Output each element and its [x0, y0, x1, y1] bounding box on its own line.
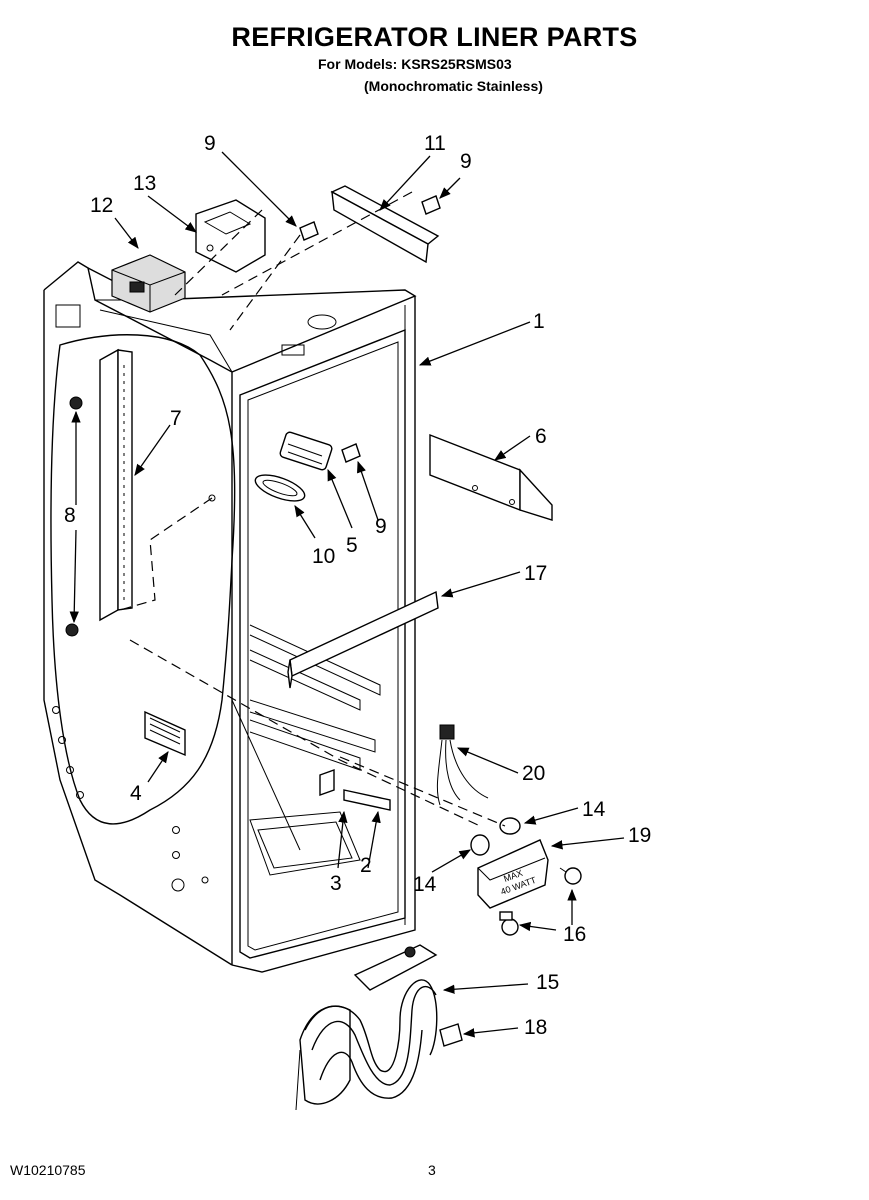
screw-9-top-right	[421, 195, 441, 215]
callout-3: 3	[330, 872, 342, 895]
callout-9-top-right: 9	[460, 150, 472, 173]
callout-8: 8	[64, 504, 76, 527]
model-finish: (Monochromatic Stainless)	[364, 78, 543, 94]
screw-18	[439, 1023, 463, 1047]
callout-2: 2	[360, 854, 372, 877]
callout-7: 7	[170, 407, 182, 430]
part-7-vertical-channel	[99, 348, 133, 622]
callout-10: 10	[312, 545, 335, 568]
part-3-bracket	[319, 769, 335, 796]
callout-15: 15	[536, 971, 559, 994]
callout-1: 1	[533, 310, 545, 333]
callout-13: 13	[133, 172, 156, 195]
model-number: For Models: KSRS25RSMS03	[318, 56, 512, 72]
callout-19: 19	[628, 824, 651, 847]
callout-4: 4	[130, 782, 142, 805]
part-14-socket-upper	[499, 817, 521, 835]
leader-lines	[69, 151, 625, 1038]
callout-18: 18	[524, 1016, 547, 1039]
page-title: REFRIGERATOR LINER PARTS	[231, 22, 638, 52]
part-13-bracket	[195, 199, 266, 273]
part-16-bulb-right	[559, 867, 582, 885]
screw-8-lower	[65, 623, 79, 637]
part-11-rail	[330, 185, 440, 264]
part-17-crossbar	[287, 590, 439, 689]
callout-14-upper: 14	[582, 798, 606, 821]
part-16-bulb-left	[499, 911, 519, 936]
callout-11: 11	[424, 132, 446, 155]
part-2-bracket	[343, 789, 391, 811]
callout-6: 6	[535, 425, 547, 448]
part-5-grille	[279, 431, 333, 471]
screw-9-top-left	[299, 221, 319, 241]
callout-14-lower: 14	[413, 873, 437, 896]
part-4-vent	[144, 710, 186, 757]
callout-16: 16	[563, 923, 586, 946]
callout-labels: 1 2 3 4 5 6 7 8 9 9 9 10 11 12 13 14 14 …	[64, 132, 651, 1039]
part-15-evaporator-coil	[295, 944, 438, 1111]
part-19-lamp-housing: MAX 40 WATT	[477, 839, 549, 909]
callout-9-top-left: 9	[204, 132, 216, 155]
part-6-cover	[429, 433, 553, 521]
callout-17: 17	[524, 562, 547, 585]
screw-8-upper	[69, 396, 83, 410]
part-14-socket-lower	[470, 834, 490, 856]
callout-20: 20	[522, 762, 545, 785]
callout-5: 5	[346, 534, 358, 557]
part-10-grille	[254, 474, 306, 502]
part-20-wire-harness	[436, 724, 489, 806]
callout-9-middle: 9	[375, 515, 387, 538]
part-12-control-housing	[111, 254, 186, 313]
page-number: 3	[428, 1162, 436, 1178]
document-number: W10210785	[10, 1162, 86, 1178]
screw-9-middle	[341, 443, 361, 463]
callout-12: 12	[90, 194, 113, 217]
